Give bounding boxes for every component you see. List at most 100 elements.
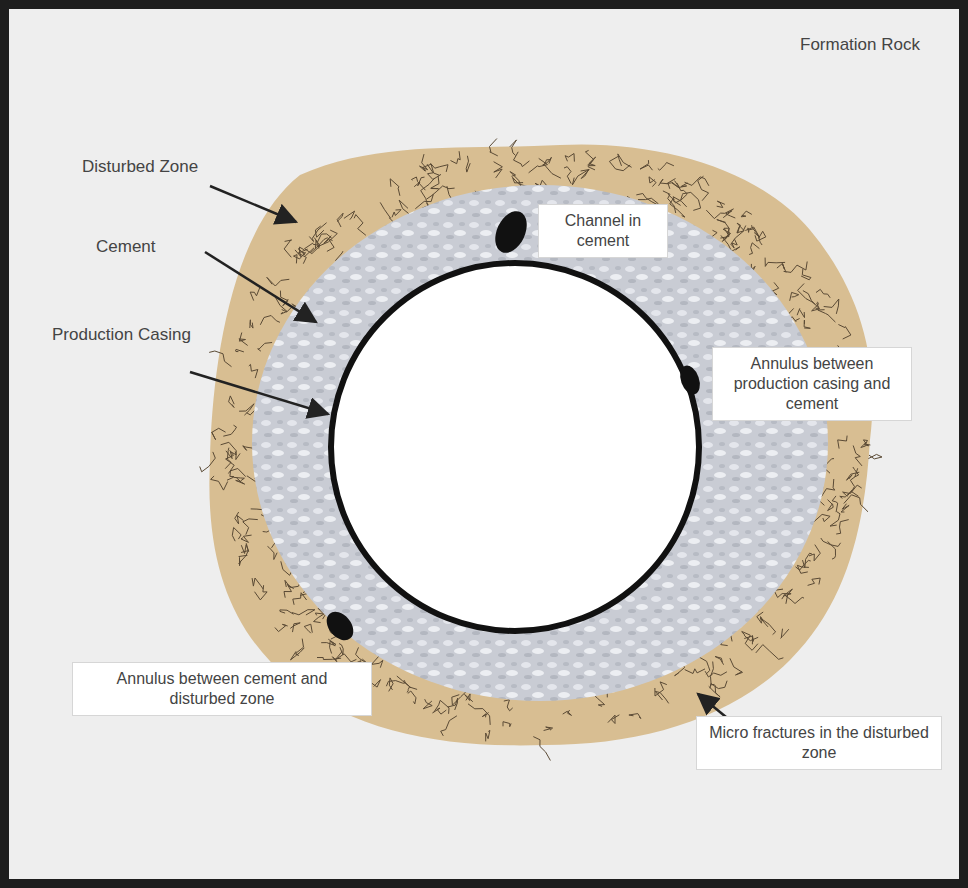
fracture-stroke xyxy=(230,469,246,477)
fracture-stroke xyxy=(850,477,858,497)
fracture-stroke xyxy=(814,514,830,521)
fracture-stroke xyxy=(658,163,674,171)
fracture-stroke xyxy=(853,446,862,466)
fracture-stroke xyxy=(723,211,735,218)
fracture-stroke xyxy=(317,658,341,660)
fracture-stroke xyxy=(390,179,400,196)
fracture-stroke xyxy=(451,151,461,164)
fracture-stroke xyxy=(407,687,417,693)
fracture-stroke xyxy=(494,162,503,178)
fracture-stroke xyxy=(225,448,231,469)
fracture-stroke xyxy=(682,192,700,210)
fracture-stroke xyxy=(655,691,668,703)
fracture-stroke xyxy=(832,496,838,512)
fracture-stroke xyxy=(267,277,290,286)
fracture-stroke xyxy=(804,320,810,328)
fracture-stroke xyxy=(836,520,849,534)
fracture-stroke xyxy=(243,446,253,451)
fracture-stroke xyxy=(797,309,804,318)
fracture-stroke xyxy=(868,454,882,459)
fracture-stroke xyxy=(292,610,315,615)
fracture-stroke xyxy=(486,730,490,741)
fracture-stroke xyxy=(250,288,260,301)
fracture-stroke xyxy=(564,167,571,184)
disturbed-zone xyxy=(209,144,872,745)
fracture-stroke xyxy=(241,535,252,542)
fracture-stroke xyxy=(291,648,305,660)
fracture-stroke xyxy=(434,700,449,714)
fracture-stroke xyxy=(706,209,733,219)
fracture-stroke xyxy=(803,553,813,568)
fracture-stroke xyxy=(629,714,641,719)
fracture-stroke xyxy=(315,226,324,237)
fracture-stroke xyxy=(659,179,670,189)
fracture-stroke xyxy=(221,442,241,459)
fracture-stroke xyxy=(756,645,784,660)
callout-text: Annulus between production casing and ce… xyxy=(722,354,902,414)
fracture-stroke xyxy=(565,154,574,162)
fracture-stroke xyxy=(760,618,775,635)
fracture-stroke xyxy=(803,291,819,309)
fracture-stroke xyxy=(731,223,744,244)
fracture-stroke xyxy=(649,177,656,187)
fracture-stroke xyxy=(640,160,653,170)
callout-box: Annulus between cement and disturbed zon… xyxy=(72,662,372,716)
fracture-stroke xyxy=(290,623,300,632)
formation-ground xyxy=(9,9,959,879)
fracture-stroke xyxy=(223,425,236,436)
fracture-stroke xyxy=(585,150,595,170)
fracture-stroke xyxy=(542,157,551,165)
fracture-stroke xyxy=(423,164,440,175)
fracture-stroke xyxy=(717,220,730,234)
leader-line xyxy=(190,372,328,414)
fracture-stroke xyxy=(705,671,727,677)
fracture-stroke xyxy=(200,452,216,472)
fracture-stroke xyxy=(465,694,473,702)
callout-text: Annulus between cement and disturbed zon… xyxy=(82,669,362,709)
fracture-stroke xyxy=(337,213,343,227)
fracture-stroke xyxy=(275,624,288,631)
fracture-stroke xyxy=(235,512,244,524)
fracture-stroke xyxy=(841,504,849,512)
fracture-stroke xyxy=(797,565,809,573)
production-casing xyxy=(331,263,699,631)
fracture-stroke xyxy=(309,223,326,242)
fracture-stroke xyxy=(745,227,759,237)
fracture-stroke xyxy=(572,170,589,185)
part-label: Disturbed Zone xyxy=(82,156,202,177)
fracture-stroke xyxy=(354,215,366,236)
fracture-stroke xyxy=(243,519,258,535)
fracture-stroke xyxy=(838,325,851,340)
fracture-stroke xyxy=(513,177,528,186)
fracture-stroke xyxy=(843,485,862,496)
fracture-stroke xyxy=(563,710,572,715)
fracture-stroke xyxy=(335,652,356,662)
fracture-stroke xyxy=(227,477,244,481)
fracture-stroke xyxy=(504,700,513,711)
callout-text: Channel in cement xyxy=(548,211,658,251)
callout-box: Micro fractures in the disturbed zone xyxy=(696,716,942,770)
fracture-stroke xyxy=(239,555,248,565)
annulus-void xyxy=(676,363,703,397)
fracture-stroke xyxy=(510,140,517,156)
leader-line xyxy=(698,694,726,717)
fracture-stroke xyxy=(755,231,766,241)
fracture-stroke xyxy=(824,299,839,314)
fracture-stroke xyxy=(324,236,334,252)
fracture-stroke xyxy=(432,186,454,195)
fracture-stroke xyxy=(529,158,548,172)
fracture-stroke xyxy=(609,156,630,170)
fracture-stroke xyxy=(742,632,759,641)
fracture-stroke xyxy=(298,249,308,264)
channel-void xyxy=(489,206,533,258)
fracture-stroke xyxy=(503,722,511,727)
fracture-stroke xyxy=(853,467,859,477)
fracture-stroke xyxy=(268,546,278,559)
fracture-stroke xyxy=(284,240,291,257)
fracture-stroke xyxy=(730,658,743,675)
cement-sheath xyxy=(252,185,828,701)
fracture-stroke xyxy=(239,404,254,415)
fracture-stroke xyxy=(397,676,411,688)
fracture-stroke xyxy=(667,179,680,189)
leader-line xyxy=(210,186,296,222)
